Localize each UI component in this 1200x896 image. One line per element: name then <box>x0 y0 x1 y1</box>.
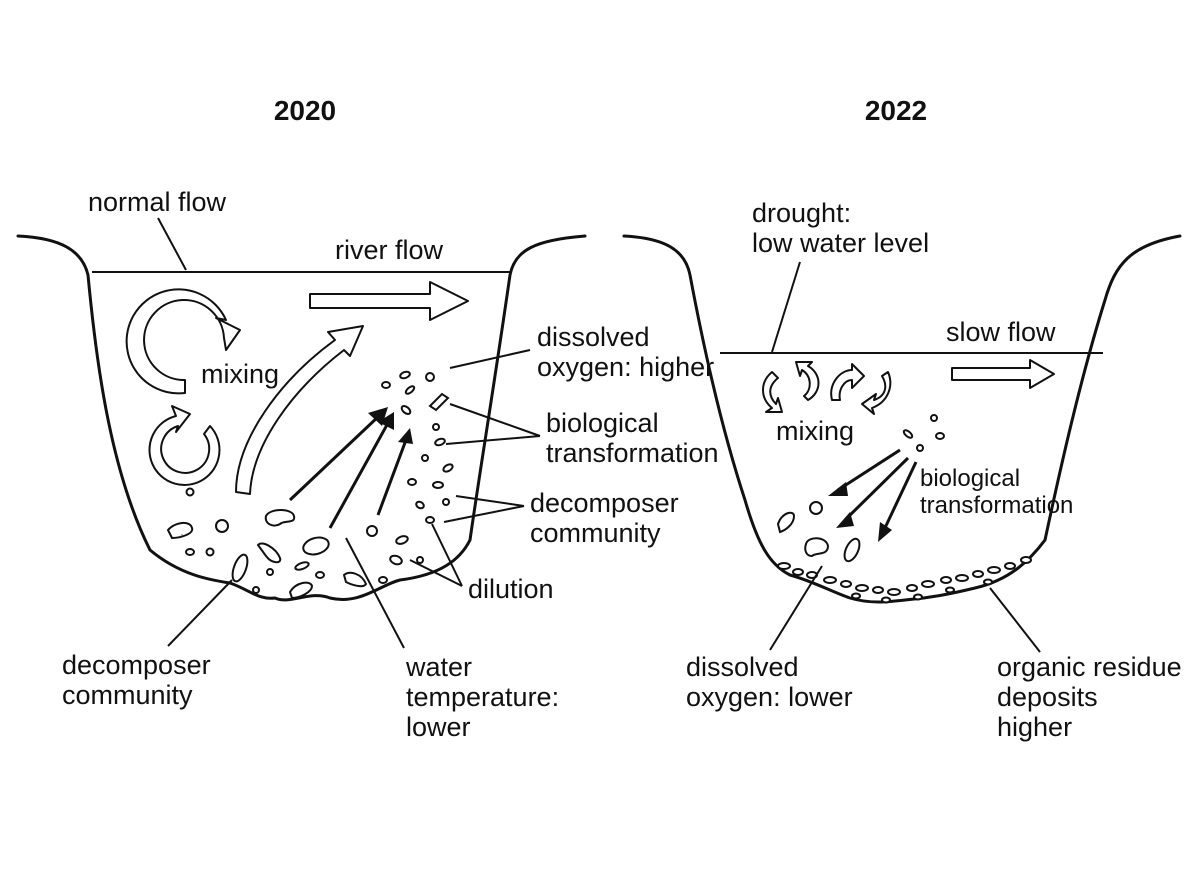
leader-water-temperature <box>345 537 405 649</box>
label-water-temperature-2: temperature: <box>406 682 559 712</box>
leader-decomposer-right-a <box>455 495 525 507</box>
panel-2020: 2020 normal flow river flow mixing <box>16 95 719 742</box>
left-decomposers <box>166 509 378 600</box>
label-decomposer-community-right-2: community <box>530 518 661 548</box>
label-slow-flow: slow flow <box>946 317 1056 347</box>
leader-dilution-a <box>431 523 463 587</box>
label-water-temperature-1: water <box>405 652 472 682</box>
right-riverbed <box>622 234 1182 604</box>
leader-biological-transformation-left-a <box>449 403 541 437</box>
leader-decomposer-right-b <box>443 505 525 523</box>
label-drought-2: low water level <box>752 228 929 258</box>
label-dissolved-oxygen-left-1: dissolved <box>537 322 650 352</box>
left-riverbed <box>16 234 587 602</box>
label-decomposer-community-bottom-1: decomposer <box>62 650 211 680</box>
label-decomposer-community-right-1: decomposer <box>530 488 679 518</box>
transformation-arrows <box>288 407 413 529</box>
mixing-arrows-right-icon <box>762 361 892 415</box>
right-particles <box>902 414 945 452</box>
year-2020-title: 2020 <box>274 95 336 126</box>
label-organic-residue-1: organic residue <box>997 652 1182 682</box>
label-biological-transformation-right-1: biological <box>920 465 1020 492</box>
label-dissolved-oxygen-left-2: oxygen: higher <box>537 352 714 382</box>
label-mixing-right: mixing <box>776 416 854 446</box>
label-dissolved-oxygen-right-1: dissolved <box>686 652 799 682</box>
leader-dissolved-oxygen-left <box>449 349 531 369</box>
label-organic-residue-2: deposits <box>997 682 1098 712</box>
label-dissolved-oxygen-right-2: oxygen: lower <box>686 682 853 712</box>
leader-organic-residue <box>989 587 1041 653</box>
leader-decomposer-bottom <box>167 579 233 647</box>
slow-flow-arrow <box>951 359 1055 389</box>
leader-normal-flow <box>157 217 187 271</box>
leader-drought <box>771 261 801 353</box>
mixing-arrow-upper-icon <box>125 288 241 395</box>
label-biological-transformation-left-2: transformation <box>546 438 719 468</box>
transformation-arrows-right <box>828 448 918 542</box>
panel-2022: 2022 drought: low water level slow flow … <box>622 95 1182 742</box>
upwelling-arrow <box>235 325 364 495</box>
label-river-flow: river flow <box>335 235 444 265</box>
river-flow-arrow <box>309 281 469 321</box>
left-particles <box>185 370 454 594</box>
label-drought-1: drought: <box>752 198 851 228</box>
label-mixing-left: mixing <box>201 359 279 389</box>
label-decomposer-community-bottom-2: community <box>62 680 193 710</box>
year-2022-title: 2022 <box>865 95 927 126</box>
organic-residue-deposits <box>777 556 1032 604</box>
leader-dissolved-oxygen-right <box>769 565 823 651</box>
label-organic-residue-3: higher <box>997 712 1072 742</box>
leader-dilution-b <box>409 559 463 587</box>
label-normal-flow: normal flow <box>88 187 227 217</box>
label-biological-transformation-left-1: biological <box>546 408 659 438</box>
label-dilution: dilution <box>468 574 554 604</box>
label-biological-transformation-right-2: transformation <box>920 492 1073 519</box>
label-water-temperature-3: lower <box>406 712 471 742</box>
mixing-arrow-lower-icon <box>148 405 221 486</box>
right-decomposers <box>776 501 861 563</box>
leader-biological-transformation-left-b <box>445 435 541 445</box>
